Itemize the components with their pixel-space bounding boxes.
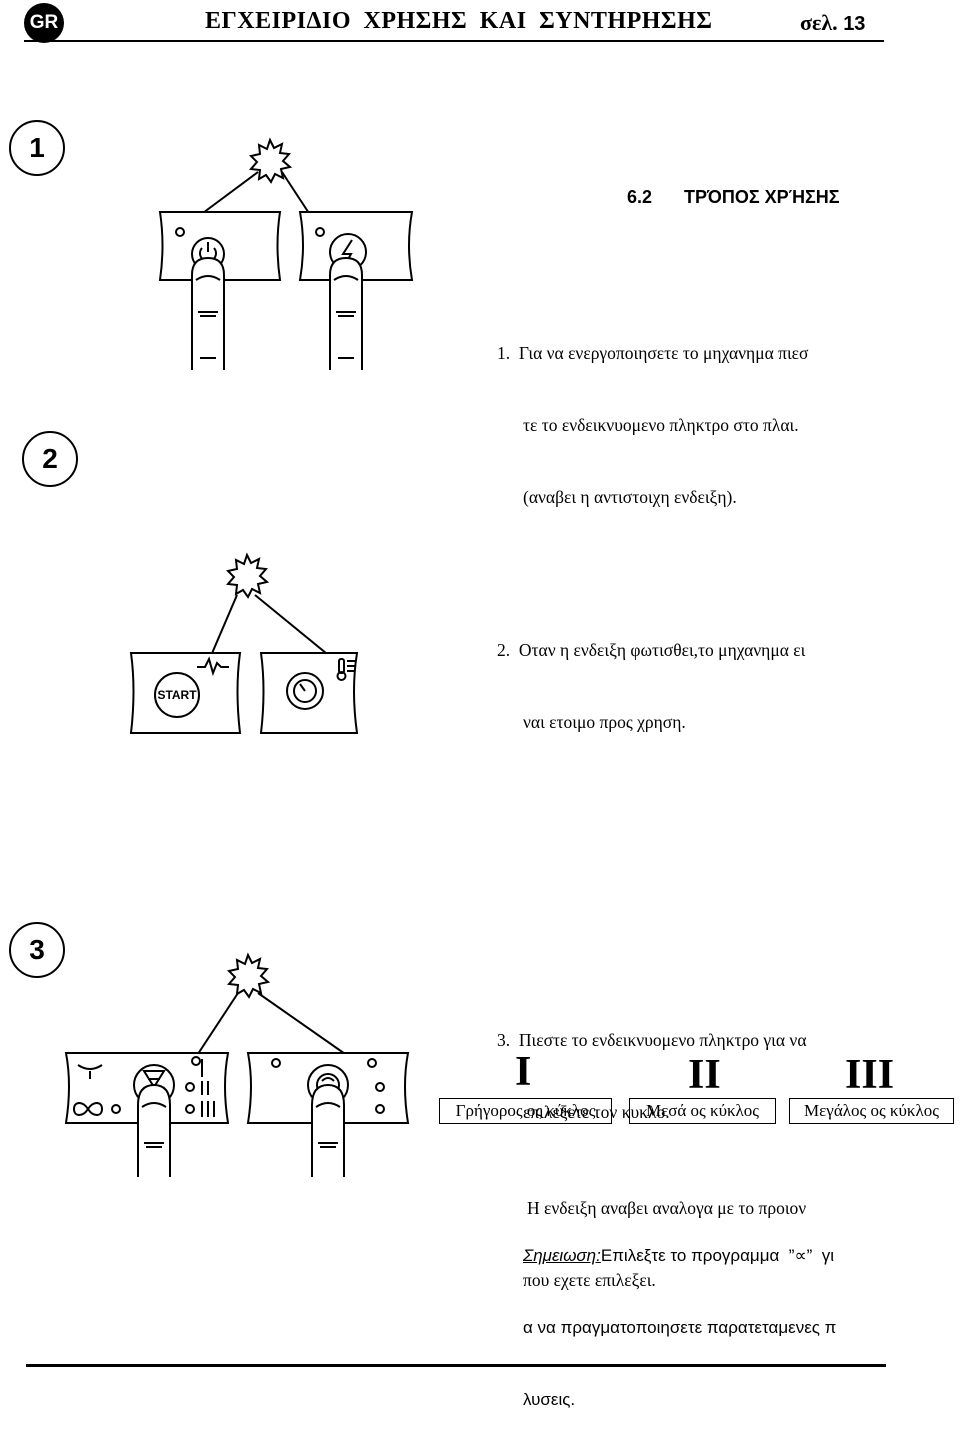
- step-3-text: 3. Πιεστε το ενδεικνυομενο πληκτρο για ν…: [497, 980, 807, 1148]
- cycle-indicator-text: Η ενδειξη αναβει αναλογα με το προιον πο…: [523, 1148, 806, 1316]
- cycle-roman-2: II: [688, 1052, 721, 1098]
- step-circle-3: 3: [9, 922, 65, 978]
- cycle-box-medium: Μεσά ος κύκλος: [629, 1098, 776, 1124]
- step-3-line-2: επιλεξετε τον κυκλο.: [523, 1102, 670, 1122]
- step-1-text: 1. Για να ενεργοποιησετε το μηχανημα πιε…: [497, 293, 808, 533]
- step-3-illustration: [64, 952, 410, 1177]
- step-circle-1: 1: [9, 120, 65, 176]
- notes-line-2: που εχετε επιλεξει.: [523, 1270, 656, 1290]
- cycle-roman-3: III: [845, 1052, 895, 1098]
- starburst-icon: [249, 137, 293, 184]
- note-line-1: Επιλεξτε το προγραμμα ”∝” γι: [600, 1246, 834, 1265]
- page-label: σελ.: [800, 10, 838, 35]
- step-2-line-1: 2. Οταν η ενδειξη φωτισθει,το μηχανημα ε…: [497, 640, 806, 660]
- step-1-illustration: [158, 137, 414, 370]
- step-circle-2: 2: [22, 431, 78, 487]
- step-2-illustration: START: [129, 552, 359, 734]
- page-number-value: 13: [843, 13, 866, 35]
- finger-icon: [311, 1083, 345, 1177]
- note-label: Σημειωση:: [523, 1246, 601, 1265]
- footer-rule: [26, 1364, 886, 1367]
- finger-icon: [191, 256, 225, 370]
- language-badge: GR: [24, 3, 64, 43]
- gauge-icon: [293, 679, 317, 703]
- step-2-line-2: ναι ετοιμο προς χρηση.: [523, 712, 686, 732]
- section-title: ΤΡΌΠΟΣ ΧΡΉΣΗΣ: [684, 187, 840, 207]
- cycle-box-fast: Γρήγορος ος κύκλος: [439, 1098, 612, 1124]
- step-3-line-1: 3. Πιεστε το ενδεικνυομενο πληκτρο για ν…: [497, 1030, 807, 1050]
- section-number: 6.2: [627, 187, 653, 207]
- infinity-icon: [72, 1102, 104, 1116]
- cycle-roman-1: I: [515, 1049, 532, 1095]
- step-1-line-3: (αναβει η αντιστοιχη ενδειξη).: [523, 487, 737, 507]
- start-label: START: [157, 688, 197, 702]
- cycle-selector-icon: [142, 1070, 166, 1089]
- starburst-icon: [226, 552, 270, 599]
- page-title: ΕΓΧΕΙΡΙΔΙΟ ΧΡΗΣΗΣ ΚΑΙ ΣΥΝΤΗΡΗΣΗΣ: [205, 8, 713, 34]
- cycle-box-long: Μεγάλος ος κύκλος: [789, 1098, 954, 1124]
- start-button: [154, 672, 200, 718]
- finger-icon: [329, 256, 363, 370]
- page-number: σελ. 13: [800, 10, 865, 36]
- note-block: Σημειωση:Επιλεξτε το προγραμμα ”∝” γι α …: [523, 1196, 836, 1436]
- finger-icon: [137, 1083, 171, 1177]
- step-1-line-1: 1. Για να ενεργοποιησετε το μηχανημα πιε…: [497, 343, 809, 363]
- heater-wave-icon: [197, 656, 229, 677]
- note-line-3: λυσεις.: [523, 1390, 576, 1409]
- starburst-icon: [227, 952, 271, 999]
- step-2-text: 2. Οταν η ενδειξη φωτισθει,το μηχανημα ε…: [497, 590, 805, 758]
- step-1-line-2: τε το ενδεικνυομενο πληκτρο στο πλαι.: [523, 415, 799, 435]
- thermometer-icon: [336, 658, 355, 681]
- header-rule: [24, 40, 884, 42]
- section-heading: 6.2 ΤΡΌΠΟΣ ΧΡΉΣΗΣ: [627, 187, 840, 208]
- note-line-2: α να πραγματοποιησετε παρατεταμενες π: [523, 1318, 837, 1337]
- notes-line-1: Η ενδειξη αναβει αναλογα με το προιον: [527, 1198, 807, 1218]
